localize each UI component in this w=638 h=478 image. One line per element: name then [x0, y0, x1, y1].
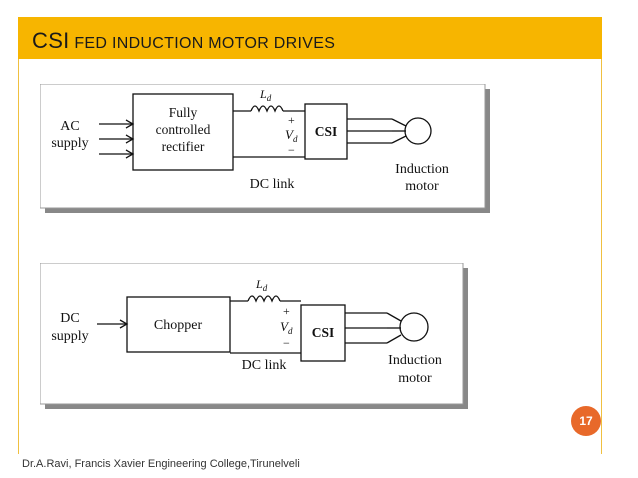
motor-label-b1: Induction — [388, 353, 442, 368]
source-label-b1: DC — [60, 311, 79, 326]
converter-label-a1: Fully — [169, 105, 198, 120]
diagram-frame — [40, 84, 486, 209]
rectifier-block — [132, 93, 234, 171]
left-border-line — [18, 59, 19, 454]
voltage-label-b: Vd — [280, 319, 293, 336]
inductor-a — [250, 105, 284, 113]
title-bar: CSI FED INDUCTION MOTOR DRIVES — [18, 17, 602, 59]
converter-label-a2: controlled — [156, 122, 211, 137]
diagram-frame — [40, 263, 464, 405]
footer-credit: Dr.A.Ravi, Francis Xavier Engineering Co… — [22, 458, 300, 470]
motor-label-a1: Induction — [395, 162, 449, 177]
slide-title: CSI FED INDUCTION MOTOR DRIVES — [32, 28, 335, 54]
converter-label-b1: Chopper — [154, 318, 203, 333]
voltage-label-a: Vd — [285, 127, 298, 144]
motor-symbol-b — [399, 312, 429, 342]
motor-symbol-a — [404, 117, 432, 145]
dc-link-label-b: DC link — [242, 358, 287, 373]
source-label-a1: AC — [60, 119, 79, 134]
title-part1: CSI — [32, 28, 70, 53]
motor-label-b2: motor — [398, 371, 432, 386]
title-part2: FED INDUCTION MOTOR DRIVES — [74, 35, 336, 52]
converter-label-a3: rectifier — [162, 139, 205, 154]
chopper-block — [126, 296, 231, 353]
page-number-badge: 17 — [571, 406, 601, 436]
diagram-dc-chopper-csi: DC supply Chopper Ld + Vd − CSI DC link … — [40, 263, 470, 411]
plus-sign-a: + — [288, 113, 295, 127]
minus-sign-b: − — [283, 336, 290, 350]
minus-sign-a: − — [288, 143, 295, 157]
source-label-b2: supply — [51, 329, 88, 344]
csi-label-b: CSI — [312, 325, 335, 340]
inductor-b — [247, 295, 281, 303]
inductor-label-a: Ld — [259, 87, 272, 103]
source-label-a2: supply — [51, 136, 88, 151]
inductor-label-b: Ld — [255, 277, 268, 293]
plus-sign-b: + — [283, 304, 290, 318]
csi-block-b — [300, 304, 346, 362]
diagram-ac-rectifier-csi: AC supply Fully controlled rectifier Ld … — [40, 84, 492, 214]
csi-label-a: CSI — [315, 124, 338, 139]
right-border-line — [601, 59, 602, 454]
dc-link-label-a: DC link — [250, 177, 295, 192]
motor-label-a2: motor — [405, 179, 439, 194]
